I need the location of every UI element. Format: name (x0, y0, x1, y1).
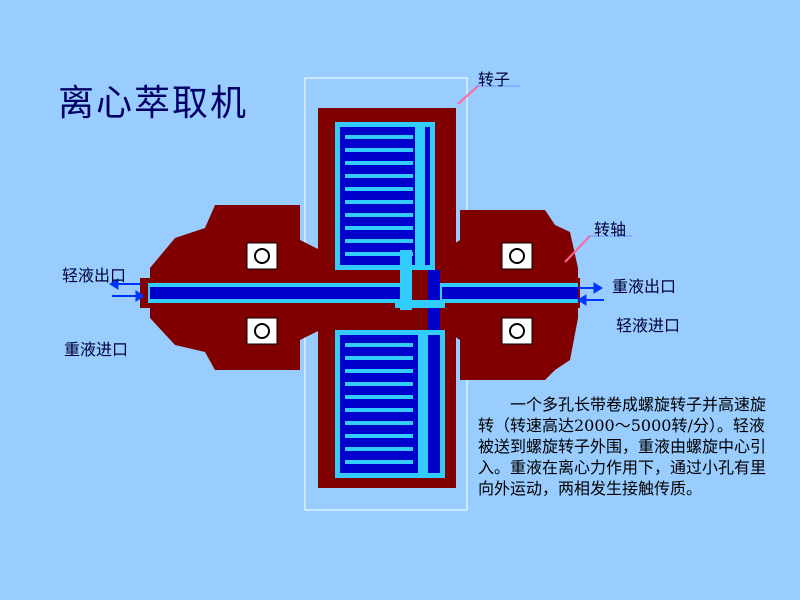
pointer-lines (457, 85, 591, 263)
central-channel (395, 250, 445, 330)
shaft-label: 转轴 (594, 220, 627, 239)
heavy-outlet-label: 重液出口 (612, 277, 677, 296)
label-underlines (476, 85, 632, 237)
shaft (140, 278, 580, 308)
upper-spiral (335, 122, 435, 270)
page-title: 离心萃取机 (58, 83, 249, 124)
light-inlet-label: 轻液进口 (616, 316, 681, 335)
flow-arrows (109, 278, 604, 306)
left-bearings (246, 242, 278, 345)
rotor-label: 转子 (478, 70, 511, 89)
heavy-inlet-label: 重液进口 (64, 340, 129, 359)
description-text: 一个多孔长带卷成螺旋转子并高速旋转（转速高达2000～5000转/分）。轻液被送… (478, 395, 767, 498)
lower-spiral (335, 330, 445, 478)
right-bearings (501, 242, 533, 345)
light-outlet-label: 轻液出口 (62, 266, 127, 285)
